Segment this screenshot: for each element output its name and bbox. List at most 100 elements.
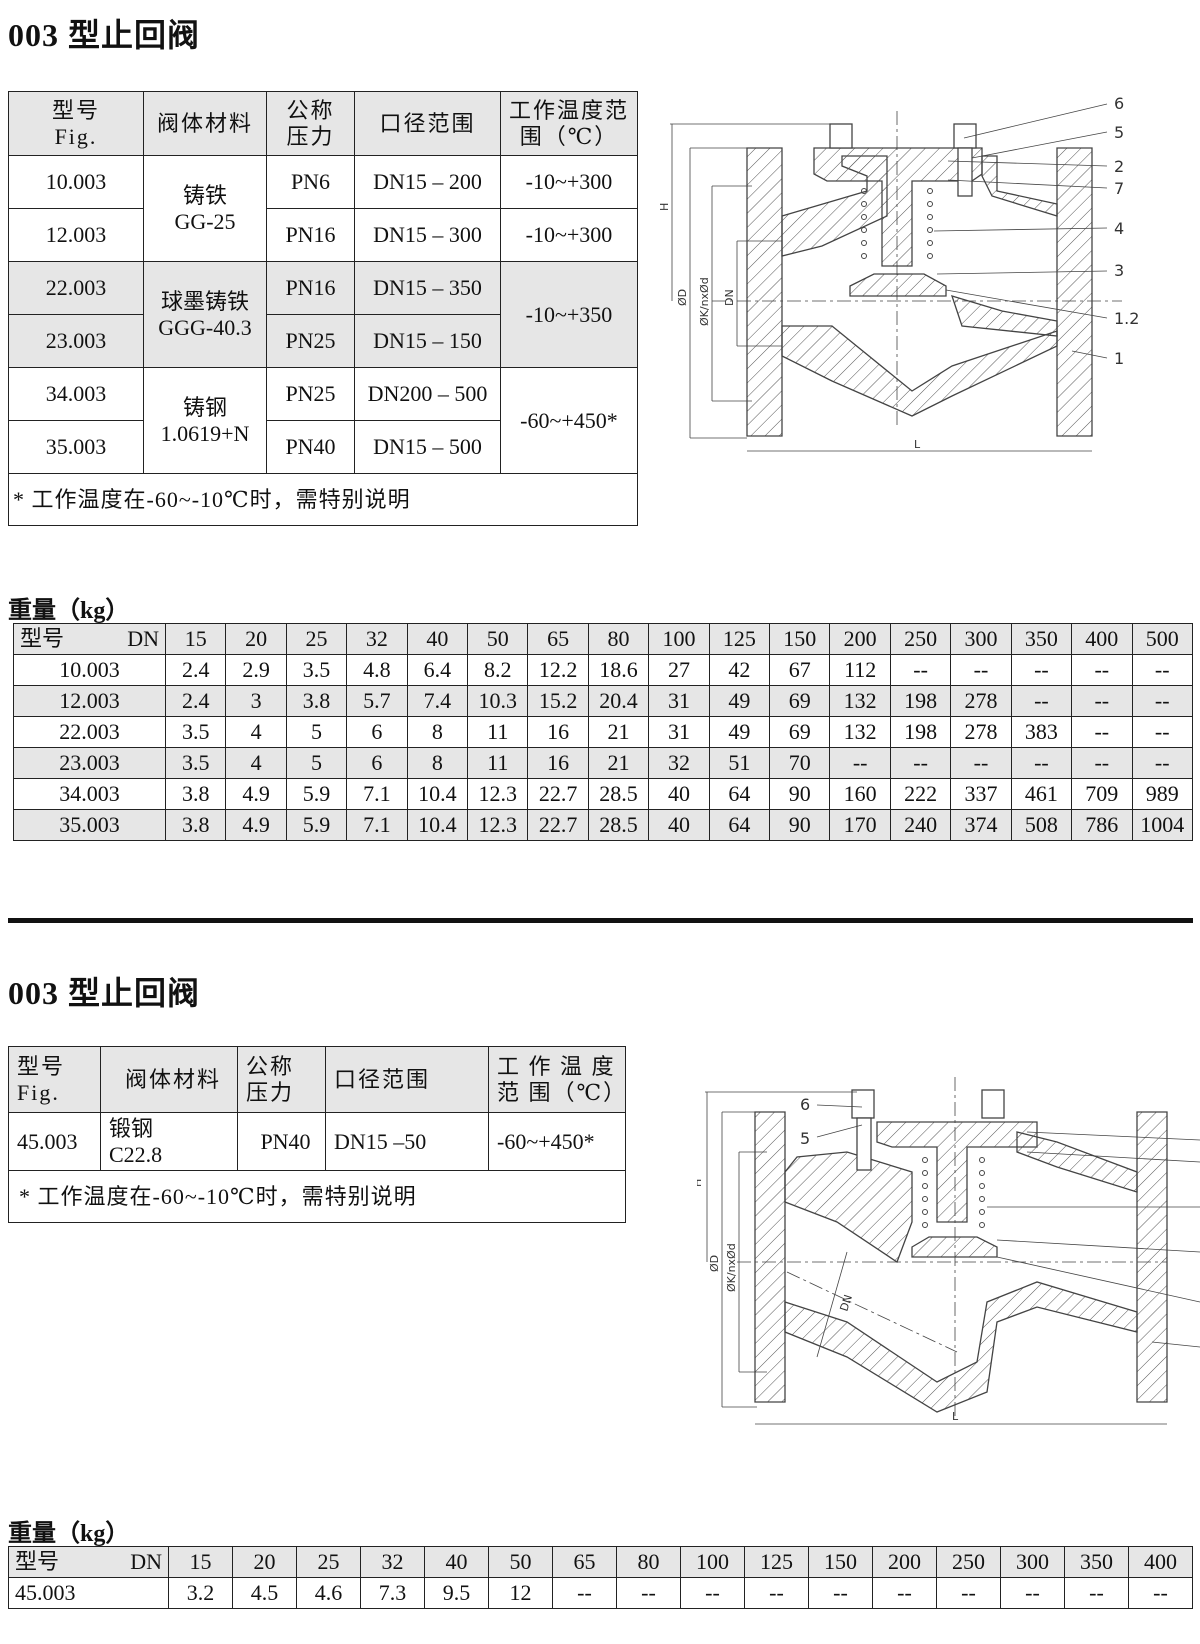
dn-header-cell: 100: [680, 1546, 745, 1578]
weight-cell: --: [1071, 654, 1133, 686]
weight-cell: 4.8: [346, 654, 408, 686]
weight-cell: 12.2: [527, 654, 589, 686]
body-lower-wall: [781, 325, 1058, 417]
dim-h: H: [697, 1179, 704, 1187]
weight-cell: 3: [225, 685, 287, 717]
spring: [922, 1157, 985, 1228]
weight-cell: 69: [769, 716, 831, 748]
weight-cell: 15.2: [527, 685, 589, 717]
weight-cell: 18.6: [587, 654, 650, 686]
weight-cell: --: [889, 654, 952, 686]
weight-cell: 4.9: [225, 778, 287, 810]
weight-cell: --: [616, 1577, 681, 1609]
weight-cell: 20.4: [587, 685, 650, 717]
dn-header-cell: 25: [296, 1546, 361, 1578]
part-label: 1.2: [1114, 309, 1139, 328]
material-code: GGG-40.3: [158, 314, 252, 340]
weight-cell: 112: [829, 654, 891, 686]
weight-cell: 49: [708, 685, 771, 717]
weight-cell: 11: [467, 716, 529, 748]
dn-cell: DN15 –50: [325, 1112, 489, 1171]
header-text: 工作温度范: [508, 98, 629, 124]
weight-cell: 337: [950, 778, 1012, 810]
weight-cell: 2.4: [164, 685, 227, 717]
material-name: 锻钢: [109, 1116, 154, 1142]
dim-dn: DN: [837, 1293, 855, 1313]
body-upper-right: [1016, 1131, 1138, 1193]
weight-cell: 22.7: [527, 809, 589, 841]
temp-cell: -10~+300: [500, 155, 638, 209]
dim-dn: DN: [723, 289, 736, 306]
weight-cell: --: [936, 1577, 1001, 1609]
header-text: 压力: [286, 123, 335, 149]
dn-header-cell: 150: [769, 623, 831, 655]
weight-cell: 28.5: [587, 778, 650, 810]
weight-cell: 7.1: [346, 778, 408, 810]
header-text: 围（℃）: [519, 123, 619, 149]
weight-cell: 5: [285, 716, 348, 748]
corner-cell: 型号 DN: [8, 1546, 169, 1578]
weight-cell: 8: [406, 716, 469, 748]
weight-cell: 3.8: [164, 778, 227, 810]
material-name: 球墨铸铁: [160, 289, 249, 315]
fig-cell: 10.003: [13, 654, 166, 686]
weight-cell: 12.3: [467, 778, 529, 810]
header-text: 公称: [286, 98, 335, 124]
weight-cell: 989: [1131, 778, 1193, 810]
weight-cell: 27: [648, 654, 710, 686]
weight-cell: 7.4: [406, 685, 469, 717]
dim-l: L: [914, 438, 921, 451]
dn-header-cell: 20: [225, 623, 287, 655]
material-name: 铸钢: [182, 395, 227, 421]
dn-cell: DN200 – 500: [354, 367, 501, 421]
fig-label: 型号: [15, 1549, 60, 1575]
weight-cell: 198: [889, 685, 952, 717]
header-text: 型号: [17, 1054, 66, 1080]
weight-cell: 40: [648, 809, 710, 841]
header-pn: 公称压力: [266, 91, 355, 156]
weight-cell: 3.5: [164, 716, 227, 748]
dn-header-cell: 350: [1010, 623, 1073, 655]
valve-drawing-2: 6 5 H ØD ØK/nxØd DN L: [697, 1077, 1200, 1425]
bonnet-cover: [813, 147, 983, 267]
temp-cell: -60~+450*: [500, 367, 638, 474]
header-material: 阀体材料: [100, 1046, 238, 1113]
weight-cell: --: [872, 1577, 937, 1609]
part-label: 3: [1114, 261, 1124, 280]
dn-header-cell: 250: [936, 1546, 1001, 1578]
bolt-right: [981, 1089, 1005, 1119]
valve-disc: [911, 1236, 998, 1258]
dim-h: H: [658, 203, 671, 211]
dn-label: DN: [127, 626, 159, 652]
dn-label: DN: [130, 1549, 162, 1575]
dn-cell: DN15 – 350: [354, 261, 501, 315]
weight-cell: 9.5: [424, 1577, 489, 1609]
weight-cell: 7.1: [346, 809, 408, 841]
weight-cell: 21: [587, 716, 650, 748]
bonnet-cover: [876, 1121, 1038, 1223]
right-flange: [1136, 1111, 1168, 1403]
weight-cell: 49: [708, 716, 771, 748]
body-right-lower: [950, 295, 1058, 337]
weight-cell: 5.9: [285, 809, 348, 841]
part-label: 7: [1114, 179, 1124, 198]
part-label: 4: [1114, 219, 1124, 238]
footnote: * 工作温度在-60~-10℃时，需特别说明: [8, 473, 638, 526]
weight-cell: 8: [406, 747, 469, 779]
pn-cell: PN16: [266, 261, 355, 315]
dn-header-cell: 15: [168, 1546, 233, 1578]
weight-cell: 4.6: [296, 1577, 361, 1609]
dim-d: ØD: [676, 289, 689, 306]
weight-cell: 240: [889, 809, 952, 841]
bolt-left: [851, 1089, 875, 1119]
weight-cell: 10.4: [406, 778, 469, 810]
dn-header-cell: 300: [1000, 1546, 1065, 1578]
